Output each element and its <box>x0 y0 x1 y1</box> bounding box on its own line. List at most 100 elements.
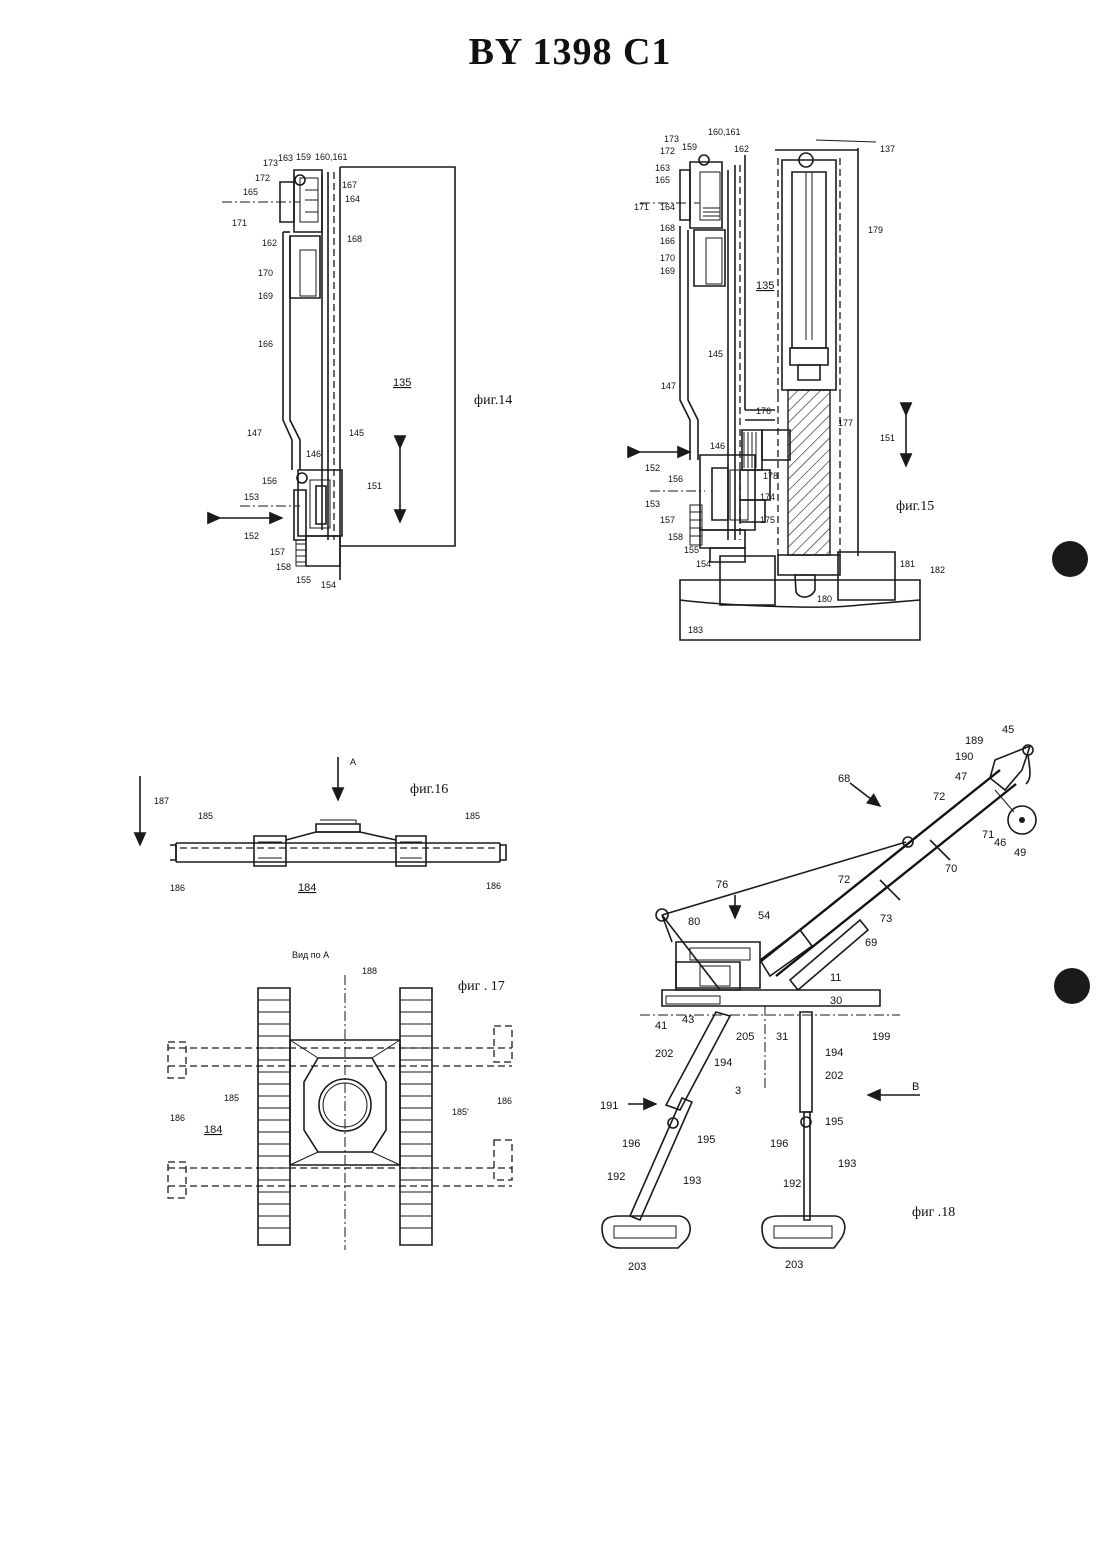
f18-label: 31 <box>776 1031 788 1043</box>
f15-label: 153 <box>645 499 660 509</box>
f15-label: 163 <box>655 163 670 173</box>
f18-label: 11 <box>830 972 841 984</box>
f15-label: 157 <box>660 515 675 525</box>
f15-label: 162 <box>734 144 749 154</box>
fig14-caption: фиг.14 <box>474 393 512 408</box>
f18-label: 41 <box>655 1020 667 1032</box>
f18-label: 191 <box>600 1100 618 1112</box>
f18-label: 192 <box>607 1171 625 1183</box>
f15-label: 168 <box>660 223 675 233</box>
f14-label: 164 <box>345 194 360 204</box>
f14-label: 154 <box>321 580 336 590</box>
f18-label: 70 <box>945 863 957 875</box>
f18-label: 192 <box>783 1178 801 1190</box>
f14-label: 166 <box>258 339 273 349</box>
f18-label: 46 <box>994 837 1006 849</box>
f15-label: 145 <box>708 349 723 359</box>
f17-label: 186 <box>497 1096 512 1106</box>
f18-label: 45 <box>1002 724 1014 736</box>
f15-label: 154 <box>696 559 711 569</box>
figure-18: 45 189 190 68 47 72 71 46 49 70 72 76 80… <box>600 724 1036 1273</box>
f15-label: 158 <box>668 532 683 542</box>
f15-label: 177 <box>838 418 853 428</box>
f15-label: 135 <box>756 280 774 292</box>
f15-label: 172 <box>660 146 675 156</box>
fig18-view-arrow: B <box>912 1081 919 1093</box>
f15-label: 179 <box>868 225 883 235</box>
f15-label: 169 <box>660 266 675 276</box>
f15-label: 180 <box>817 594 832 604</box>
fig17-caption: фиг . 17 <box>458 979 505 994</box>
f18-label: 194 <box>714 1057 732 1069</box>
fig18-caption: фиг .18 <box>912 1205 955 1220</box>
f15-label: 146 <box>710 441 725 451</box>
f15-label: 171 <box>634 202 649 212</box>
f15-label: 173 <box>664 134 679 144</box>
f16-label: 185 <box>198 811 213 821</box>
fig15-caption: фиг.15 <box>896 499 934 514</box>
f18-label: 199 <box>872 1031 890 1043</box>
f16-label: 187 <box>154 796 169 806</box>
f18-label: 68 <box>838 773 850 785</box>
f15-label: 175 <box>760 515 775 525</box>
f14-label: 153 <box>244 492 259 502</box>
fig16-caption: фиг.16 <box>410 782 448 797</box>
f14-label: 135 <box>393 377 411 389</box>
f15-label: 165 <box>655 175 670 185</box>
f18-label: 203 <box>628 1261 646 1273</box>
f18-label: 76 <box>716 879 728 891</box>
f15-label: 147 <box>661 381 676 391</box>
f16-label: 185 <box>465 811 480 821</box>
f14-label: 171 <box>232 218 247 228</box>
f18-label: 43 <box>682 1014 694 1026</box>
f18-label: 69 <box>865 937 877 949</box>
f18-label: 49 <box>1014 847 1026 859</box>
f18-label: 196 <box>622 1138 640 1150</box>
f14-label: 152 <box>244 531 259 541</box>
f15-label: 170 <box>660 253 675 263</box>
f18-label: 71 <box>982 829 994 841</box>
f17-label: 186 <box>170 1113 185 1123</box>
f15-label: 159 <box>682 142 697 152</box>
f18-label: 72 <box>838 874 850 886</box>
f17-label: 185 <box>224 1093 239 1103</box>
f18-label: 205 <box>736 1031 754 1043</box>
f14-label: 145 <box>349 428 364 438</box>
punch-hole-mark <box>1052 541 1088 577</box>
f18-label: 190 <box>955 751 973 763</box>
f18-label: 196 <box>770 1138 788 1150</box>
f14-label: 159 <box>296 152 311 162</box>
f17-label: 184 <box>204 1124 222 1136</box>
f18-label: 194 <box>825 1047 843 1059</box>
f15-label: 176 <box>756 406 771 416</box>
f14-label: 165 <box>243 187 258 197</box>
f14-label: 146 <box>306 449 321 459</box>
figure-14: 173 163 159 160,161 172 167 165 164 171 … <box>220 152 512 590</box>
f18-label: 54 <box>758 910 770 922</box>
f14-label: 170 <box>258 268 273 278</box>
f14-label: 163 <box>278 153 293 163</box>
f15-label: 166 <box>660 236 675 246</box>
f18-label: 72 <box>933 791 945 803</box>
f15-label: 183 <box>688 625 703 635</box>
f18-label: 193 <box>838 1158 856 1170</box>
f15-label: 156 <box>668 474 683 484</box>
punch-hole-mark <box>1054 968 1090 1004</box>
f14-label: 155 <box>296 575 311 585</box>
f16-label: 186 <box>170 883 185 893</box>
f14-label: 151 <box>367 481 382 491</box>
f14-label: 156 <box>262 476 277 486</box>
figure-15: 173 172 159 160,161 162 137 163 165 171 … <box>634 127 945 640</box>
f18-label: 30 <box>830 995 842 1007</box>
f16-label: 184 <box>298 882 316 894</box>
f15-label: 178 <box>763 471 778 481</box>
f14-label: 158 <box>276 562 291 572</box>
fig16-view-arrow: A <box>350 757 356 767</box>
f16-label: 186 <box>486 881 501 891</box>
f15-label: 182 <box>930 565 945 575</box>
f18-label: 73 <box>880 913 892 925</box>
f18-label: 195 <box>825 1116 843 1128</box>
f15-label: 160,161 <box>708 127 741 137</box>
